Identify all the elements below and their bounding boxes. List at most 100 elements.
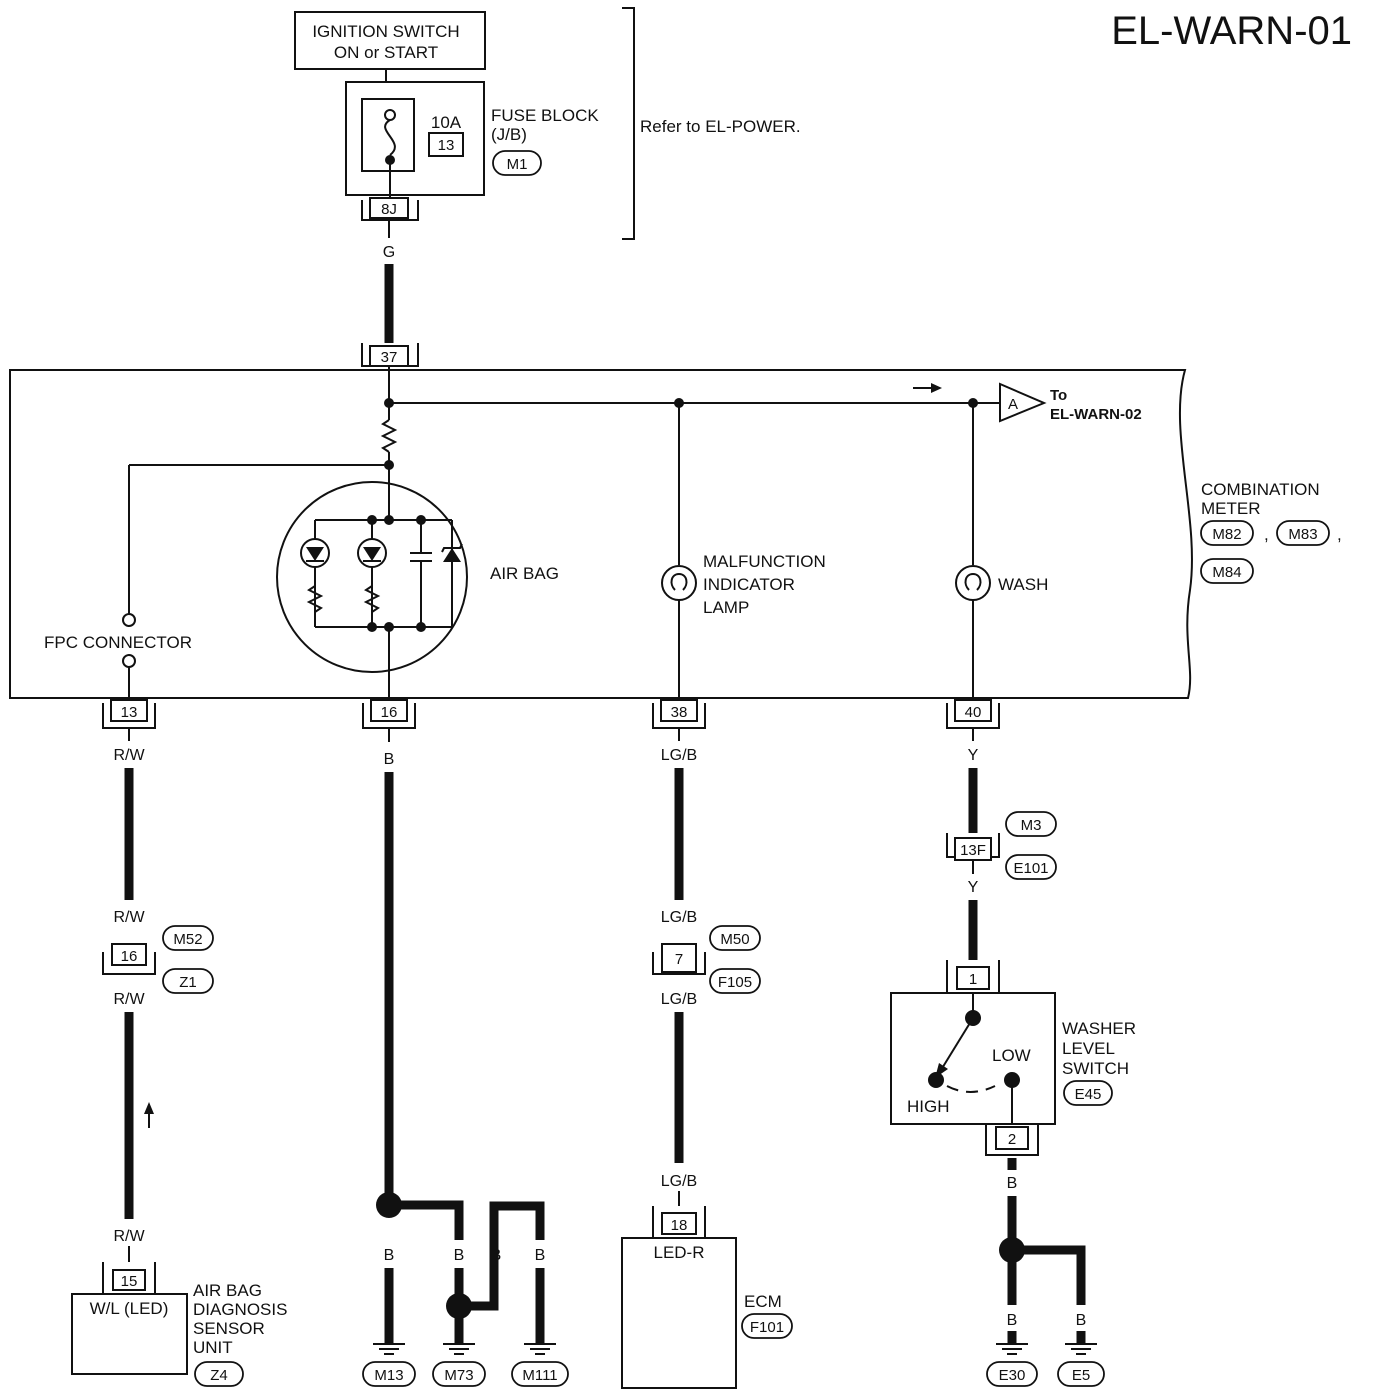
- switch-high-label: HIGH: [907, 1097, 950, 1116]
- mil-label-3: LAMP: [703, 598, 749, 617]
- fuse-block-sub: (J/B): [491, 125, 527, 144]
- led-icon: [300, 538, 330, 568]
- wire-label-y-1: Y: [968, 747, 979, 764]
- wire-label-rw-2: R/W: [113, 909, 145, 926]
- offpage-connector-a: A: [999, 382, 1047, 423]
- airbag-diag-label-3: SENSOR: [193, 1319, 265, 1338]
- connector-16-label: 16: [381, 704, 398, 721]
- connector-16-m52: 16: [102, 943, 156, 975]
- ground-icon-e30: [996, 1343, 1028, 1355]
- connector-1: 1: [946, 960, 1000, 995]
- wire-label-b-1: B: [384, 751, 395, 768]
- fuse-block: 10A 13: [345, 81, 485, 200]
- malfunction-lamp-icon: [661, 565, 697, 601]
- fuse-icon: [384, 109, 396, 165]
- badge-e30: E30: [986, 1361, 1038, 1387]
- zener-diode-icon: [441, 543, 463, 562]
- ecm-label: ECM: [744, 1292, 782, 1311]
- connector-37: 37: [361, 343, 419, 367]
- refer-text: Refer to EL-POWER.: [640, 117, 801, 136]
- badge-m13: M13: [362, 1361, 416, 1387]
- washer-level-switch: HIGH LOW: [890, 992, 1056, 1125]
- connector-38-label: 38: [671, 704, 688, 721]
- badge-e101: E101: [1005, 854, 1057, 880]
- arrow-up-icon: [144, 1102, 154, 1128]
- connector-1-label: 1: [969, 971, 977, 988]
- meter-connector-badge-3: M84: [1200, 558, 1254, 584]
- badge-m52: M52: [162, 925, 214, 951]
- badge-m73: M73: [432, 1361, 486, 1387]
- airbag-diagnosis-unit: W/L (LED): [71, 1293, 188, 1375]
- wire-label-g: G: [383, 244, 395, 261]
- badge-e45: E45: [1063, 1080, 1113, 1106]
- meter-connector-badge-2: M83: [1276, 520, 1330, 546]
- wire-label-lgb-2: LG/B: [661, 909, 697, 926]
- badge-m50: M50: [709, 925, 761, 951]
- harness-pin-16: 16: [121, 948, 138, 965]
- wire-label-y-2: Y: [968, 879, 979, 896]
- harness-pin-13f: 13F: [960, 842, 986, 859]
- connector-40-label: 40: [965, 704, 982, 721]
- meter-sep-1: ,: [1264, 525, 1269, 544]
- wire-label-b-2: B: [384, 1247, 395, 1264]
- connector-18: 18: [652, 1206, 706, 1239]
- ground-e30: E30: [999, 1367, 1026, 1384]
- wire-label-lgb-3: LG/B: [661, 991, 697, 1008]
- connector-7: 7: [652, 943, 706, 975]
- connector-38: 38: [652, 699, 706, 729]
- washer-switch-label-1: WASHER: [1062, 1019, 1136, 1038]
- ground-icon-e5: [1065, 1343, 1097, 1355]
- badge-f101: F101: [741, 1313, 793, 1339]
- wire-label-lgb-4: LG/B: [661, 1173, 697, 1190]
- wash-label: WASH: [998, 575, 1048, 594]
- harness-pin-7: 7: [675, 951, 683, 968]
- mil-label-1: MALFUNCTION: [703, 552, 826, 571]
- ground-e5: E5: [1072, 1367, 1090, 1384]
- connector-15-label: 15: [121, 1273, 138, 1290]
- badge-m111: M111: [511, 1361, 569, 1387]
- ecm-unit: LED-R: [621, 1237, 737, 1389]
- connector-18-label: 18: [671, 1217, 688, 1234]
- ground-icon-m13: [373, 1343, 405, 1355]
- offpage-to: To: [1050, 387, 1067, 404]
- ecm-connector: F101: [750, 1319, 784, 1336]
- offpage-ref: A: [1008, 396, 1018, 413]
- harness-conn-f105: F105: [718, 974, 752, 991]
- wash-lamp-icon: [955, 565, 991, 601]
- connector-13: 13: [102, 699, 156, 729]
- ground-m73: M73: [444, 1367, 473, 1384]
- offpage-target: EL-WARN-02: [1050, 406, 1142, 423]
- badge-m3: M3: [1005, 811, 1057, 837]
- combination-meter-box: [9, 369, 1193, 699]
- badge-f105: F105: [709, 968, 761, 994]
- wire-label-rw-4: R/W: [113, 1228, 145, 1245]
- connector-16: 16: [362, 699, 416, 729]
- connector-37-label: 37: [381, 349, 398, 366]
- wire-label-lgb-1: LG/B: [661, 747, 697, 764]
- wire-label-b-5: B: [535, 1247, 546, 1264]
- fpc-connector-label: FPC CONNECTOR: [44, 633, 192, 652]
- wire-label-b-8: B: [1076, 1312, 1087, 1329]
- connector-8j-label: 8J: [381, 201, 397, 218]
- ignition-switch: IGNITION SWITCH ON or START: [294, 11, 486, 70]
- wire-label-rw-3: R/W: [113, 991, 145, 1008]
- page-code: EL-WARN-01: [1111, 9, 1352, 53]
- led-icon-2: [357, 538, 387, 568]
- fuse-block-connector-badge: M1: [492, 150, 542, 176]
- connector-40: 40: [946, 699, 1000, 729]
- badge-z1: Z1: [162, 968, 214, 994]
- badge-z4: Z4: [194, 1361, 244, 1387]
- fuse-block-connector: M1: [507, 156, 528, 173]
- ground-m13: M13: [374, 1367, 403, 1384]
- wire-label-b-3: B: [454, 1247, 465, 1264]
- airbag-label: AIR BAG: [490, 564, 559, 583]
- combination-meter-label-2: METER: [1201, 499, 1261, 518]
- fuse-amp: 10A: [431, 113, 462, 132]
- meter-sep-2: ,: [1337, 525, 1342, 544]
- capacitor-icon: [410, 520, 432, 627]
- airbag-diag-label-2: DIAGNOSIS: [193, 1300, 287, 1319]
- fuse-number: 13: [438, 137, 455, 154]
- meter-connector-2: M83: [1288, 526, 1317, 543]
- connector-15: 15: [102, 1262, 156, 1295]
